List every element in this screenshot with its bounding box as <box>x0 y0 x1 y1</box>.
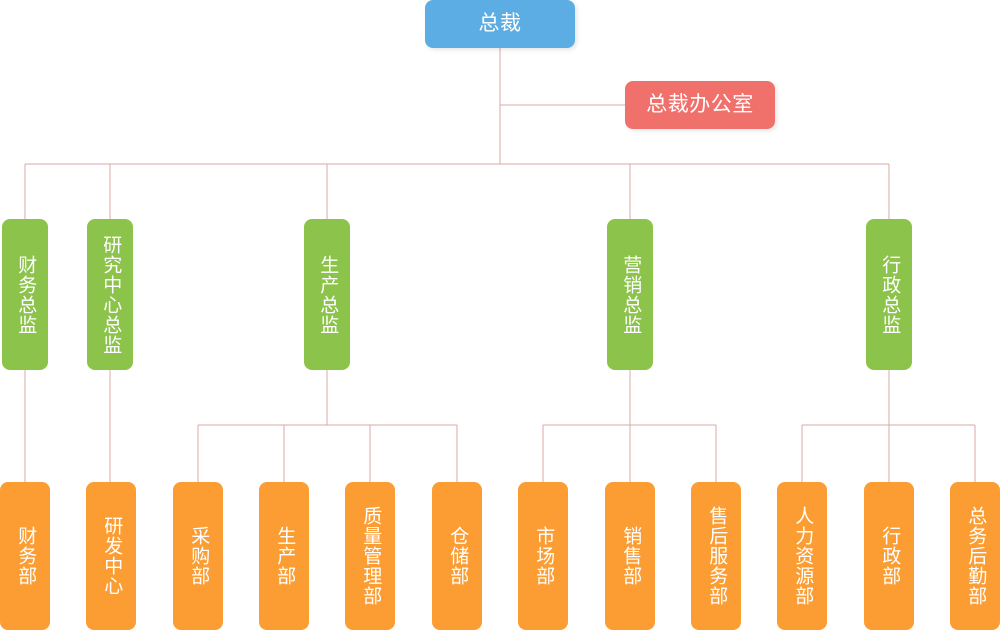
node-director-finance[interactable]: 财务总监 <box>2 219 48 370</box>
node-dept-general-affairs[interactable]: 总务后勤部 <box>950 482 1000 630</box>
node-presidents-office[interactable]: 总裁办公室 <box>625 81 775 129</box>
node-director-marketing-label: 营销总监 <box>620 254 642 335</box>
node-director-research-center-label: 研究中心总监 <box>100 234 122 355</box>
node-presidents-office-label: 总裁办公室 <box>646 93 754 117</box>
node-director-marketing[interactable]: 营销总监 <box>607 219 653 370</box>
node-dept-finance[interactable]: 财务部 <box>0 482 50 630</box>
node-director-production[interactable]: 生产总监 <box>304 219 350 370</box>
node-dept-administration[interactable]: 行政部 <box>864 482 914 630</box>
node-director-production-label: 生产总监 <box>317 254 339 335</box>
node-dept-market-label: 市场部 <box>533 526 555 586</box>
node-dept-production[interactable]: 生产部 <box>259 482 309 630</box>
node-dept-sales-label: 销售部 <box>620 526 642 586</box>
node-dept-warehouse[interactable]: 仓储部 <box>432 482 482 630</box>
node-dept-market[interactable]: 市场部 <box>518 482 568 630</box>
node-executive[interactable]: 总裁 <box>425 0 575 48</box>
node-director-administration-label: 行政总监 <box>879 254 901 335</box>
node-dept-general-affairs-label: 总务后勤部 <box>965 506 987 606</box>
node-dept-sales[interactable]: 销售部 <box>605 482 655 630</box>
node-director-administration[interactable]: 行政总监 <box>866 219 912 370</box>
node-director-research-center[interactable]: 研究中心总监 <box>87 219 133 370</box>
node-dept-administration-label: 行政部 <box>879 526 901 586</box>
node-dept-human-resources[interactable]: 人力资源部 <box>777 482 827 630</box>
node-dept-human-resources-label: 人力资源部 <box>792 506 814 606</box>
node-dept-after-sales-service[interactable]: 售后服务部 <box>691 482 741 630</box>
node-director-finance-label: 财务总监 <box>15 254 37 335</box>
node-dept-after-sales-service-label: 售后服务部 <box>706 506 728 606</box>
node-dept-purchasing-label: 采购部 <box>188 526 210 586</box>
node-executive-label: 总裁 <box>478 12 522 36</box>
node-dept-purchasing[interactable]: 采购部 <box>173 482 223 630</box>
node-dept-quality-management-label: 质量管理部 <box>360 506 382 606</box>
node-dept-quality-management[interactable]: 质量管理部 <box>345 482 395 630</box>
node-dept-finance-label: 财务部 <box>15 526 37 586</box>
node-dept-rnd-center-label: 研发中心 <box>101 516 123 596</box>
node-dept-production-label: 生产部 <box>274 526 296 586</box>
node-dept-warehouse-label: 仓储部 <box>447 526 469 586</box>
node-dept-rnd-center[interactable]: 研发中心 <box>86 482 136 630</box>
